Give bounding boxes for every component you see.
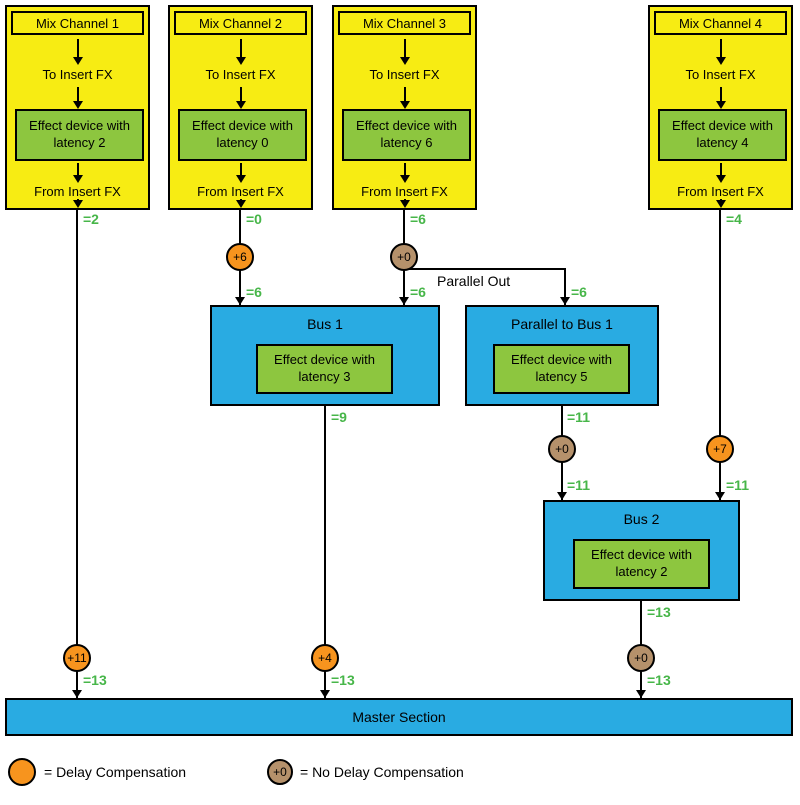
flow-line: [240, 163, 242, 175]
from-insert-fx-label: From Insert FX: [361, 184, 448, 199]
bus-2-title: Bus 2: [623, 511, 660, 527]
arrow-down-icon: [73, 57, 83, 65]
latency-value: =11: [567, 409, 590, 425]
to-insert-fx-label: To Insert FX: [369, 67, 440, 82]
latency-value: =2: [83, 211, 99, 227]
legend-no-delay-compensation-label: = No Delay Compensation: [300, 764, 464, 780]
arrow-down-icon: [400, 175, 410, 183]
arrow-down-icon: [400, 101, 410, 109]
effect-device-box: Effect device with latency 3: [256, 344, 393, 394]
arrow-down-icon: [557, 492, 567, 500]
delay-compensation-node-ch2: +6: [226, 243, 254, 271]
latency-value: =6: [246, 284, 262, 300]
arrow-down-icon: [716, 57, 726, 65]
mix-channel-1: Mix Channel 1 To Insert FX Effect device…: [5, 5, 150, 210]
parallel-to-bus-1-title: Parallel to Bus 1: [511, 316, 613, 332]
latency-value: =6: [571, 284, 587, 300]
arrow-down-icon: [320, 690, 330, 698]
flow-line-ch4-to-bus2: [719, 210, 721, 500]
arrow-down-icon: [73, 101, 83, 109]
from-insert-fx-label: From Insert FX: [197, 184, 284, 199]
parallel-out-label: Parallel Out: [437, 273, 511, 289]
flow-line-bus1-to-master: [324, 406, 326, 698]
latency-value: =9: [331, 409, 347, 425]
bus-1-title: Bus 1: [307, 316, 343, 332]
from-insert-fx-label: From Insert FX: [677, 184, 764, 199]
arrow-down-icon: [636, 690, 646, 698]
flow-line: [720, 87, 722, 101]
arrow-down-icon: [73, 200, 83, 208]
arrow-down-icon: [236, 200, 246, 208]
latency-value: =4: [726, 211, 742, 227]
arrow-down-icon: [716, 200, 726, 208]
effect-device-box: Effect device with latency 4: [658, 109, 787, 161]
latency-value: =13: [647, 672, 671, 688]
latency-value: =11: [567, 477, 590, 493]
flow-line: [77, 87, 79, 101]
latency-value: =11: [726, 477, 749, 493]
flow-line-parallel-down: [564, 268, 566, 305]
legend-no-delay-compensation-icon: +0: [267, 759, 293, 785]
mix-channel-3: Mix Channel 3 To Insert FX Effect device…: [332, 5, 477, 210]
effect-device-box: Effect device with latency 5: [493, 344, 630, 394]
flow-line: [404, 39, 406, 57]
arrow-down-icon: [236, 57, 246, 65]
mix-channel-4-title: Mix Channel 4: [654, 11, 787, 35]
arrow-down-icon: [560, 297, 570, 305]
flow-line: [404, 163, 406, 175]
arrow-down-icon: [716, 175, 726, 183]
legend-delay-compensation-icon: [8, 758, 36, 786]
mix-channel-2-title: Mix Channel 2: [174, 11, 307, 35]
mix-channel-4: Mix Channel 4 To Insert FX Effect device…: [648, 5, 793, 210]
effect-device-box: Effect device with latency 2: [573, 539, 710, 589]
legend-delay-compensation-label: = Delay Compensation: [44, 764, 187, 780]
latency-value: =13: [83, 672, 107, 688]
delay-compensation-node-bus1: +4: [311, 644, 339, 672]
delay-compensation-node-ch1: +11: [63, 644, 91, 672]
no-delay-compensation-node-bus2: +0: [627, 644, 655, 672]
effect-device-box: Effect device with latency 2: [15, 109, 144, 161]
no-delay-compensation-node-parallel: +0: [548, 435, 576, 463]
flow-line: [404, 87, 406, 101]
flow-line-ch1-to-master: [76, 210, 78, 698]
latency-value: =6: [410, 284, 426, 300]
arrow-down-icon: [400, 200, 410, 208]
bus-2: Bus 2 Effect device with latency 2: [543, 500, 740, 601]
arrow-down-icon: [73, 175, 83, 183]
arrow-down-icon: [236, 101, 246, 109]
to-insert-fx-label: To Insert FX: [685, 67, 756, 82]
effect-device-box: Effect device with latency 6: [342, 109, 471, 161]
flow-line: [720, 163, 722, 175]
arrow-down-icon: [400, 57, 410, 65]
latency-value: =6: [410, 211, 426, 227]
arrow-down-icon: [236, 175, 246, 183]
parallel-to-bus-1: Parallel to Bus 1 Effect device with lat…: [465, 305, 659, 406]
to-insert-fx-label: To Insert FX: [42, 67, 113, 82]
flow-line: [77, 163, 79, 175]
arrow-down-icon: [235, 297, 245, 305]
flow-line: [240, 87, 242, 101]
arrow-down-icon: [399, 297, 409, 305]
effect-device-box: Effect device with latency 0: [178, 109, 307, 161]
from-insert-fx-label: From Insert FX: [34, 184, 121, 199]
latency-value: =13: [647, 604, 671, 620]
flow-line: [720, 39, 722, 57]
arrow-down-icon: [72, 690, 82, 698]
latency-value: =0: [246, 211, 262, 227]
delay-compensation-node-ch4: +7: [706, 435, 734, 463]
flow-line: [77, 39, 79, 57]
mix-channel-2: Mix Channel 2 To Insert FX Effect device…: [168, 5, 313, 210]
to-insert-fx-label: To Insert FX: [205, 67, 276, 82]
mix-channel-1-title: Mix Channel 1: [11, 11, 144, 35]
flow-line-parallel-branch: [404, 268, 566, 270]
bus-1: Bus 1 Effect device with latency 3: [210, 305, 440, 406]
no-delay-compensation-node-ch3: +0: [390, 243, 418, 271]
master-section: Master Section: [5, 698, 793, 736]
arrow-down-icon: [716, 101, 726, 109]
arrow-down-icon: [715, 492, 725, 500]
flow-line: [240, 39, 242, 57]
latency-value: =13: [331, 672, 355, 688]
mix-channel-3-title: Mix Channel 3: [338, 11, 471, 35]
